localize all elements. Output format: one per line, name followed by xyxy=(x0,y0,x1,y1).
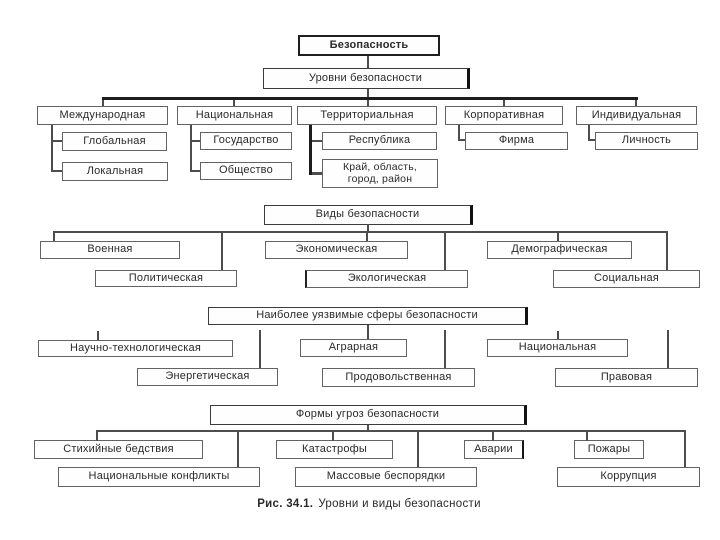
connector-line xyxy=(259,330,261,368)
connector-line xyxy=(367,425,369,431)
connector-line xyxy=(102,100,104,106)
node-accidents: Аварии xyxy=(464,440,524,459)
connector-line xyxy=(97,331,99,340)
connector-bus xyxy=(54,231,668,233)
connector-line xyxy=(367,224,369,232)
connector-line xyxy=(444,231,446,270)
connector-line xyxy=(366,231,368,241)
node-military: Военная xyxy=(40,241,180,259)
connector-line xyxy=(588,125,590,141)
node-global: Глобальная xyxy=(62,132,167,151)
node-local: Локальная xyxy=(62,162,168,181)
node-security-root: Безопасность xyxy=(298,35,440,56)
connector-line xyxy=(233,100,235,106)
connector-line xyxy=(221,231,223,270)
connector-line xyxy=(417,430,419,467)
connector-line xyxy=(190,125,192,172)
node-corruption: Коррупция xyxy=(557,467,700,487)
node-energy: Энергетическая xyxy=(137,368,278,386)
node-political: Политическая xyxy=(95,270,237,287)
connector-line xyxy=(367,100,369,106)
connector-line xyxy=(190,140,200,142)
node-food: Продовольственная xyxy=(322,368,475,387)
connector-line xyxy=(557,331,559,339)
node-social: Социальная xyxy=(553,270,700,288)
connector-line xyxy=(190,170,200,172)
connector-bus xyxy=(96,430,686,432)
node-international: Международная xyxy=(37,106,168,125)
node-spheres-header: Наиболее уязвимые сферы безопасности xyxy=(208,307,528,325)
connector-line xyxy=(684,430,686,467)
node-national: Национальная xyxy=(177,106,292,125)
connector-line xyxy=(332,430,334,441)
node-legal: Правовая xyxy=(555,368,698,387)
connector-line xyxy=(312,172,322,175)
figure-caption-label: Рис. 34.1. xyxy=(257,498,314,510)
connector-line xyxy=(492,430,494,441)
node-natural-disasters: Стихийные бедствия xyxy=(34,440,203,459)
connector-line xyxy=(237,430,239,467)
node-ecological: Экологическая xyxy=(305,270,468,288)
connector-line xyxy=(588,139,595,141)
node-firm: Фирма xyxy=(465,132,568,150)
node-individual: Индивидуальная xyxy=(576,106,697,125)
connector-line xyxy=(367,325,369,339)
connector-line xyxy=(667,330,669,368)
node-national-conflicts: Национальные конфликты xyxy=(58,467,260,487)
figure-caption-title: Уровни и виды безопасности xyxy=(318,498,481,510)
node-types-header: Виды безопасности xyxy=(264,205,473,225)
node-region-city-district: Край, область, город, район xyxy=(322,159,438,188)
connector-line xyxy=(586,430,588,441)
connector-line xyxy=(666,231,668,270)
node-fires: Пожары xyxy=(574,440,644,459)
connector-line xyxy=(557,231,559,241)
node-levels-header: Уровни безопасности xyxy=(263,68,470,89)
connector-line xyxy=(458,125,460,141)
node-society: Общество xyxy=(200,162,292,180)
figure-caption: Рис. 34.1. Уровни и виды безопасности xyxy=(204,498,534,510)
node-state: Государство xyxy=(200,132,292,150)
node-economic: Экономическая xyxy=(265,241,408,259)
node-agrarian: Аграрная xyxy=(300,339,407,357)
node-personality: Личность xyxy=(595,132,698,150)
connector-line xyxy=(444,330,446,368)
node-territorial: Территориальная xyxy=(297,106,437,125)
node-sci-tech: Научно-технологическая xyxy=(38,340,233,357)
connector-line xyxy=(312,140,322,142)
connector-line xyxy=(458,139,465,141)
connector-line xyxy=(367,56,369,68)
connector-line xyxy=(503,100,505,106)
node-demographic: Демографическая xyxy=(487,241,632,259)
node-national-sphere: Национальная xyxy=(487,339,628,357)
connector-line xyxy=(51,125,53,172)
connector-line xyxy=(51,140,62,142)
node-threats-header: Формы угроз безопасности xyxy=(210,405,527,425)
connector-line xyxy=(367,89,369,99)
connector-line xyxy=(309,125,312,175)
node-republic: Республика xyxy=(322,132,437,150)
connector-line xyxy=(51,170,62,172)
node-catastrophes: Катастрофы xyxy=(276,440,393,459)
node-mass-riots: Массовые беспорядки xyxy=(295,467,477,487)
connector-line xyxy=(53,231,55,241)
connector-line xyxy=(635,100,637,106)
connector-bus xyxy=(102,97,638,100)
connector-line xyxy=(96,430,98,441)
node-corporate: Корпоративная xyxy=(445,106,563,125)
